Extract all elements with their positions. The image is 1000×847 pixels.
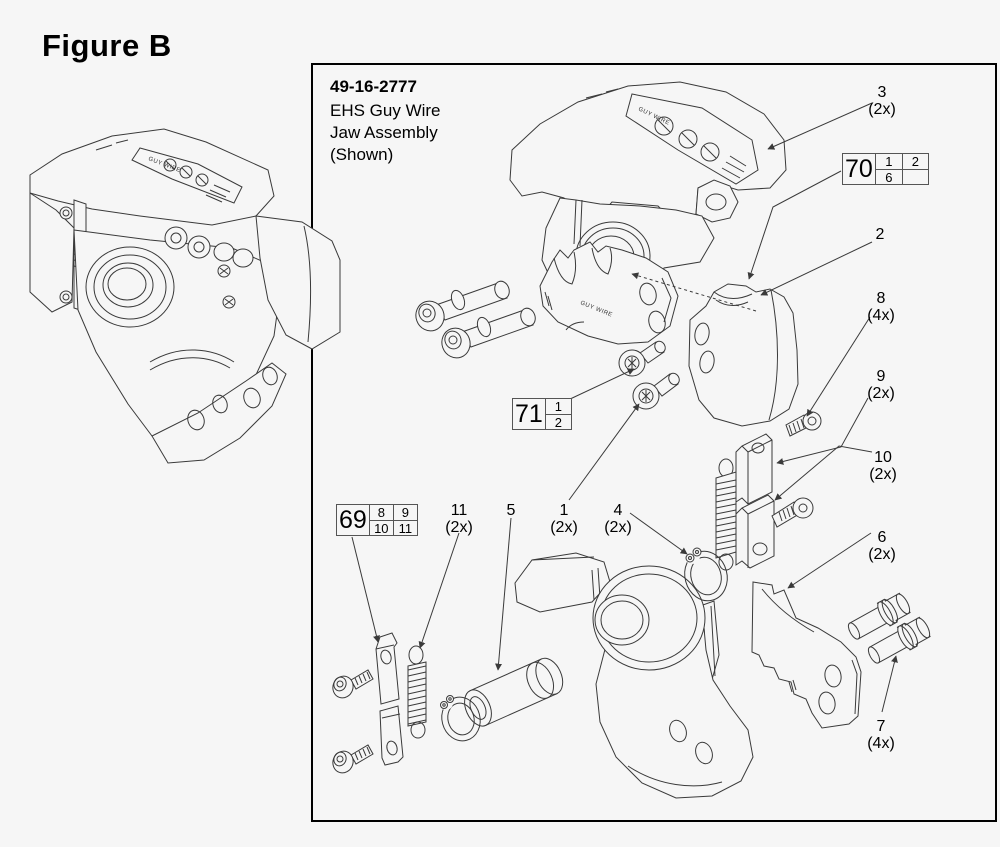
- ref-cell: 9: [392, 505, 417, 520]
- ref-box-71-id: 71: [513, 399, 546, 429]
- callout-9: 9(2x): [867, 368, 895, 402]
- ref-box-70: 70 1 2 6: [842, 153, 929, 185]
- callout-8: 8(4x): [867, 290, 895, 324]
- figure-title: Figure B: [42, 28, 172, 63]
- ref-cell: 6: [875, 169, 902, 184]
- title-line: EHS Guy Wire: [330, 101, 441, 120]
- assembled-view-drawing: GUY WIRE: [29, 128, 341, 464]
- ref-cell: [901, 169, 928, 184]
- callout-2: 2: [875, 226, 885, 243]
- ref-cell: 2: [901, 154, 928, 169]
- ref-box-69-id: 69: [337, 505, 370, 535]
- part-number: 49-16-2777: [330, 77, 417, 96]
- callout-11: 11(2x): [445, 502, 473, 536]
- callout-5: 5: [506, 502, 516, 519]
- ref-cell: 2: [545, 414, 571, 429]
- callout-1: 1(2x): [550, 502, 578, 536]
- title-line: Jaw Assembly: [330, 123, 438, 142]
- callout-4: 4(2x): [604, 502, 632, 536]
- diagram-panel-border: [311, 63, 997, 822]
- ref-box-71: 71 1 2: [512, 398, 572, 430]
- callout-3: 3(2x): [868, 84, 896, 118]
- callout-7: 7(4x): [867, 718, 895, 752]
- title-line: (Shown): [330, 145, 394, 164]
- callout-10: 10(2x): [869, 449, 897, 483]
- ref-box-69: 69 8 9 10 11: [336, 504, 418, 536]
- panel-stamp-text: GUY WIRE: [147, 156, 181, 174]
- callout-6: 6(2x): [868, 529, 896, 563]
- ref-cell: 10: [369, 520, 393, 535]
- ref-box-70-id: 70: [843, 154, 876, 184]
- ref-cell: 11: [392, 520, 417, 535]
- assembly-title-block: 49-16-2777 EHS Guy Wire Jaw Assembly (Sh…: [330, 76, 441, 166]
- ref-cell: 1: [885, 154, 893, 169]
- ref-cell: 8: [377, 505, 385, 520]
- ref-cell: 1: [554, 399, 562, 414]
